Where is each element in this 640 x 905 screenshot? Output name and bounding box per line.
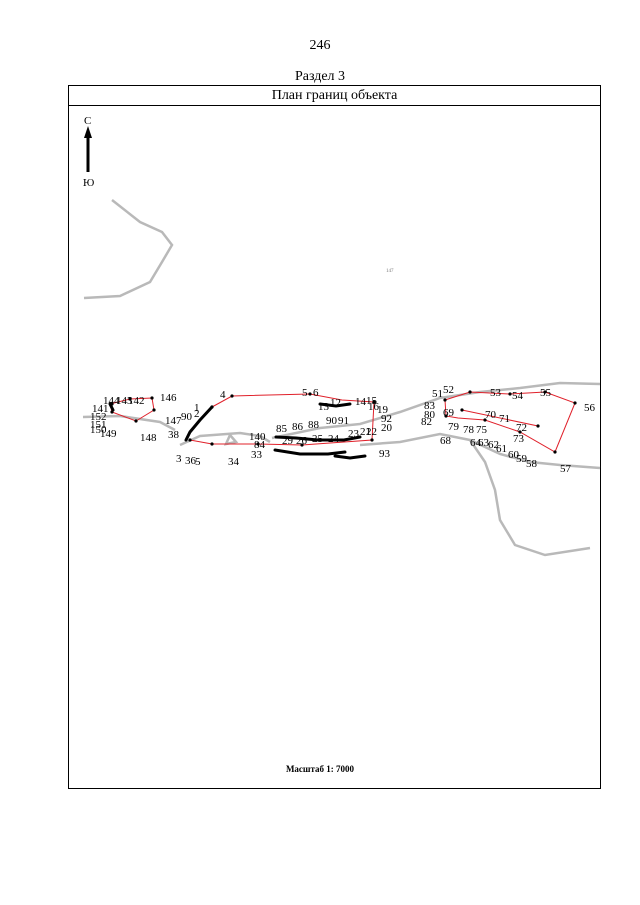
svg-text:16: 16 — [368, 401, 380, 413]
point-clusters — [108, 402, 367, 460]
svg-text:70: 70 — [485, 409, 497, 421]
svg-text:5: 5 — [302, 387, 308, 399]
svg-text:26: 26 — [296, 435, 308, 447]
svg-text:61: 61 — [496, 443, 507, 455]
north-arrow-icon — [84, 126, 92, 172]
svg-text:13: 13 — [318, 401, 330, 413]
svg-text:85: 85 — [276, 423, 288, 435]
svg-text:90: 90 — [326, 415, 338, 427]
svg-text:83: 83 — [424, 400, 436, 412]
svg-text:141: 141 — [92, 403, 109, 415]
svg-text:12: 12 — [330, 397, 341, 409]
svg-text:152: 152 — [90, 411, 107, 423]
svg-text:55: 55 — [540, 387, 552, 399]
svg-text:73: 73 — [513, 433, 525, 445]
svg-text:20: 20 — [381, 422, 393, 434]
svg-text:82: 82 — [421, 416, 432, 428]
svg-text:58: 58 — [526, 458, 538, 470]
svg-text:143: 143 — [116, 395, 133, 407]
roads — [82, 199, 601, 557]
svg-text:2: 2 — [194, 408, 200, 420]
svg-text:88: 88 — [308, 419, 320, 431]
svg-text:57: 57 — [560, 463, 572, 475]
svg-text:68: 68 — [440, 435, 452, 447]
svg-text:33: 33 — [251, 449, 263, 461]
svg-text:86: 86 — [292, 421, 304, 433]
svg-text:69: 69 — [443, 407, 455, 419]
svg-text:38: 38 — [168, 429, 180, 441]
svg-text:75: 75 — [476, 424, 488, 436]
svg-text:19: 19 — [377, 404, 389, 416]
svg-text:34: 34 — [228, 456, 240, 468]
map-title: План границ объекта — [69, 86, 600, 106]
svg-text:90: 90 — [181, 411, 193, 423]
svg-text:149: 149 — [100, 428, 117, 440]
svg-text:52: 52 — [443, 384, 454, 396]
svg-text:146: 146 — [160, 392, 177, 404]
svg-text:84: 84 — [254, 439, 266, 451]
svg-text:140: 140 — [249, 431, 266, 443]
svg-text:151: 151 — [90, 419, 107, 431]
svg-text:142: 142 — [128, 395, 145, 407]
svg-text:63: 63 — [478, 437, 490, 449]
svg-text:64: 64 — [470, 437, 482, 449]
svg-text:93: 93 — [379, 448, 391, 460]
svg-text:147: 147 — [165, 415, 182, 427]
svg-text:51: 51 — [432, 388, 443, 400]
map-frame: План границ объекта — [68, 85, 601, 789]
svg-text:5: 5 — [195, 456, 201, 468]
svg-text:78: 78 — [463, 424, 475, 436]
svg-text:3: 3 — [176, 453, 182, 465]
svg-text:72: 72 — [516, 422, 527, 434]
svg-text:54: 54 — [512, 390, 524, 402]
svg-text:21: 21 — [360, 426, 371, 438]
svg-text:79: 79 — [448, 421, 460, 433]
compass-north: С — [84, 115, 91, 127]
parcel-label: 147 — [386, 269, 394, 274]
svg-text:148: 148 — [140, 432, 157, 444]
svg-text:15: 15 — [366, 395, 378, 407]
page-number: 246 — [309, 38, 331, 53]
svg-text:36: 36 — [185, 455, 197, 467]
svg-text:4: 4 — [220, 389, 226, 401]
svg-text:24: 24 — [328, 433, 340, 445]
svg-text:92: 92 — [381, 413, 392, 425]
svg-text:1: 1 — [194, 402, 200, 414]
svg-text:71: 71 — [499, 413, 510, 425]
svg-text:144: 144 — [103, 395, 120, 407]
svg-text:59: 59 — [516, 453, 528, 465]
svg-text:25: 25 — [312, 433, 324, 445]
svg-text:60: 60 — [508, 449, 520, 461]
svg-text:29: 29 — [282, 435, 294, 447]
svg-text:23: 23 — [348, 428, 360, 440]
svg-text:56: 56 — [584, 402, 596, 414]
compass-south: Ю — [83, 177, 94, 189]
svg-text:80: 80 — [424, 409, 436, 421]
svg-text:6: 6 — [313, 387, 319, 399]
svg-text:53: 53 — [490, 387, 502, 399]
scale-label: Масштаб 1: 7000 — [285, 764, 355, 774]
section-label: Раздел 3 — [294, 69, 346, 84]
svg-text:62: 62 — [488, 439, 499, 451]
svg-text:150: 150 — [90, 424, 107, 436]
svg-text:91: 91 — [338, 415, 349, 427]
svg-text:14: 14 — [355, 396, 367, 408]
svg-text:22: 22 — [366, 426, 377, 438]
